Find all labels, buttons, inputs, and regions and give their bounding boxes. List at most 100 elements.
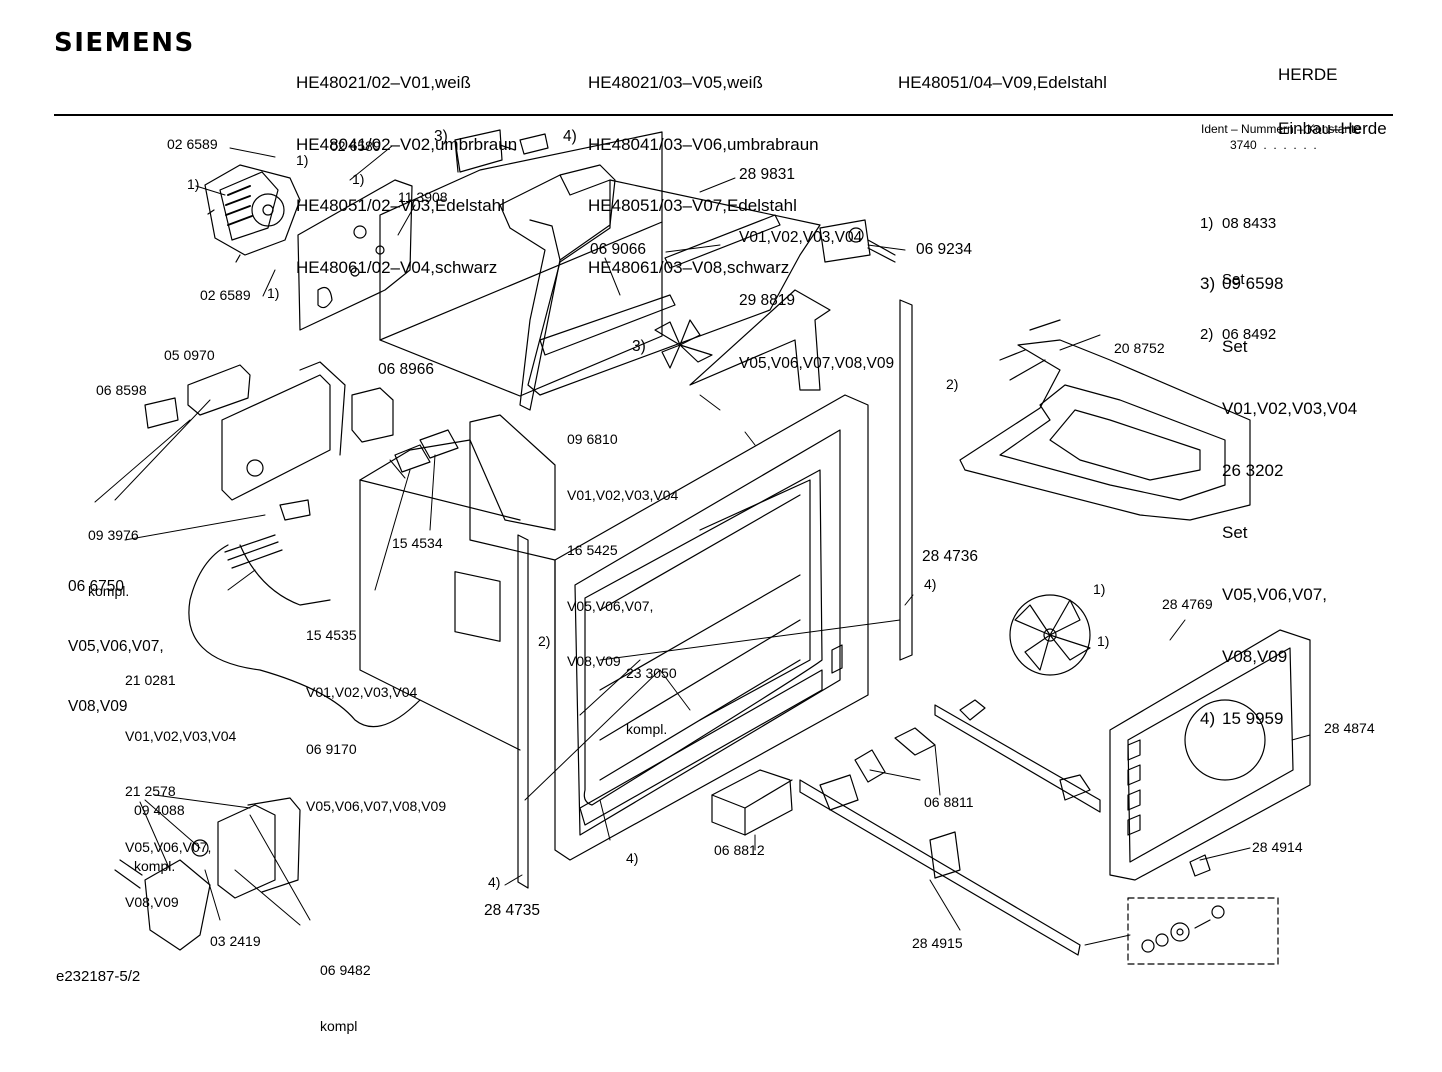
brand-logo: SIEMENS xyxy=(54,28,195,58)
category-line: HERDE xyxy=(1278,65,1338,84)
part-variant: V08,V09 xyxy=(125,894,179,910)
footnote-key: 3) xyxy=(1200,274,1216,294)
small-parts-box xyxy=(1128,898,1278,964)
part-label: 28 4735 xyxy=(484,902,541,919)
part-label: 15 4535 xyxy=(306,627,357,643)
part-label: 06 8811 xyxy=(924,794,974,810)
part-label: 15 4534 xyxy=(392,535,443,551)
oven-lamp-drawing xyxy=(115,798,300,950)
model-list-col3: HE48051/04–V09,Edelstahl xyxy=(898,32,1107,135)
model-entry: HE48061/03–V08,schwarz xyxy=(588,257,790,277)
part-label: 02 6589 xyxy=(200,287,251,303)
control-bracket-drawing xyxy=(222,362,345,500)
footnote-text: Set xyxy=(1222,270,1245,288)
model-entry: HE48041/03–V06,umbrabraun xyxy=(588,134,819,154)
ident-title: Ident – Nummern – Konstante xyxy=(1201,122,1362,136)
part-label: 21 0281 xyxy=(125,672,176,688)
callout-marker: 1) xyxy=(1097,633,1110,649)
part-label: 03 2419 xyxy=(210,933,261,949)
part-label: 02 6589 xyxy=(167,136,218,152)
callout-marker: 4) xyxy=(563,128,577,145)
part-variant: V05,V06,V07, xyxy=(68,638,164,655)
footnote-text: 26 3202 xyxy=(1222,460,1284,480)
part-label: 06 8812 xyxy=(714,842,765,858)
part-label: 06 8966 xyxy=(378,361,435,378)
footnote-text: V08,V09 xyxy=(1222,647,1288,667)
document-id: e232187-5/2 xyxy=(56,968,141,985)
callout-marker: 1) xyxy=(352,171,365,187)
thermo-switches-drawing xyxy=(395,430,458,472)
circulation-fan-drawing xyxy=(1010,595,1090,675)
part-note: kompl. xyxy=(88,582,130,599)
leader-lines xyxy=(95,146,1310,945)
telescopic-rail-upper-drawing xyxy=(935,700,1100,812)
part-label: 06 9066 xyxy=(590,241,647,258)
part-label-group: 21 0281 V01,V02,V03,V04 21 2578 V05,V06,… xyxy=(125,634,236,949)
side-rail-left-drawing xyxy=(518,535,528,888)
footnote-key: 4) xyxy=(1200,709,1216,729)
footnote-text: V01,V02,V03,V04 xyxy=(1222,398,1358,418)
model-entry: HE48041/02–V02,umbrbraun xyxy=(296,134,518,154)
part-variant: V08,V09 xyxy=(68,698,128,715)
footnote-text: 15 9959 xyxy=(1222,709,1284,729)
fan-motor-drawing xyxy=(205,165,300,262)
part-label: 28 4769 xyxy=(1162,596,1213,612)
part-label: 02 6589 xyxy=(330,138,381,154)
part-label-group: 06 9482 kompl xyxy=(320,924,371,1072)
footnote-list: 1)08 8433 Set 2)06 8492 xyxy=(1200,178,1276,382)
ident-value: 3740 . . . . . . xyxy=(1230,138,1317,152)
part-label: 05 0970 xyxy=(164,347,215,363)
part-label: 21 2578 xyxy=(125,783,176,799)
model-entry: HE48051/04–V09,Edelstahl xyxy=(898,73,1107,92)
exploded-parts-diagram: SIEMENS HE48021/02–V01,weiß HE48041/02–V… xyxy=(0,0,1442,1034)
callout-marker: 1) xyxy=(267,285,280,301)
model-entry: HE48061/02–V04,schwarz xyxy=(296,257,498,277)
footnote-text: 08 8433 xyxy=(1222,215,1277,232)
part-label: 09 3976 xyxy=(88,527,139,543)
part-label-group: 09 4088 kompl. xyxy=(134,764,185,912)
part-variant: V01,V02,V03,V04 xyxy=(306,684,418,700)
part-label: 23 3050 xyxy=(626,665,677,681)
part-label: 20 8752 xyxy=(1114,340,1165,356)
category-block: HERDE Einbau–Herde xyxy=(1278,30,1387,174)
thermostat-drawing xyxy=(820,220,895,262)
footnote-text: 06 8492 xyxy=(1222,326,1277,343)
model-entry: HE48021/03–V05,weiß xyxy=(588,73,763,92)
footnote-text: Set xyxy=(1222,336,1248,356)
rear-cover-drawing xyxy=(380,132,662,396)
model-entry: HE48051/02–V03,Edelstahl xyxy=(296,196,505,215)
footnote-key: 2) xyxy=(1200,326,1214,343)
part-variant: V08,V09 xyxy=(567,653,621,669)
telescopic-rail-lower-drawing xyxy=(800,775,1080,955)
part-label: 28 4914 xyxy=(1252,839,1303,855)
part-label: 29 8819 xyxy=(739,292,796,309)
connector-box-drawing xyxy=(712,770,792,835)
part-variant: V01,V02,V03,V04 xyxy=(567,486,679,503)
model-list-col2: HE48021/03–V05,weiß HE48041/03–V06,umbra… xyxy=(588,32,819,319)
callout-marker: 2) xyxy=(946,376,959,392)
oven-front-frame-drawing xyxy=(555,395,868,860)
top-shield-drawing xyxy=(528,180,830,395)
air-duct-drawing xyxy=(500,165,615,410)
callout-marker: 4) xyxy=(488,874,501,890)
part-label: 06 9170 xyxy=(306,741,357,757)
part-label: 28 4736 xyxy=(922,548,979,565)
diagram-drawing xyxy=(0,0,1442,1019)
part-label: 06 6750 xyxy=(68,578,125,595)
part-variant: V05,V06,V07,V08,V09 xyxy=(739,355,895,372)
part-variant: V05,V06,V07, xyxy=(125,838,212,855)
part-label: 28 4874 xyxy=(1324,720,1375,736)
part-label-group: 28 9831 V01,V02,V03,V04 29 8819 V05,V06,… xyxy=(739,122,894,416)
part-note: kompl. xyxy=(134,857,176,874)
callout-marker: 4) xyxy=(924,576,937,592)
part-label: 06 8598 xyxy=(96,382,147,398)
switch-component-drawing xyxy=(455,130,548,172)
model-list-col1: HE48021/02–V01,weiß HE48041/02–V02,umbrb… xyxy=(296,32,517,319)
part-note: kompl xyxy=(320,1017,358,1034)
callout-marker: 3) xyxy=(434,128,448,145)
model-entry: HE48051/03–V07,Edelstahl xyxy=(588,196,797,215)
part-variant: V05,V06,V07, xyxy=(567,597,654,614)
part-note: kompl. xyxy=(626,720,668,737)
part-label: 16 5425 xyxy=(567,542,618,558)
part-label: 11 3908 xyxy=(398,189,448,205)
